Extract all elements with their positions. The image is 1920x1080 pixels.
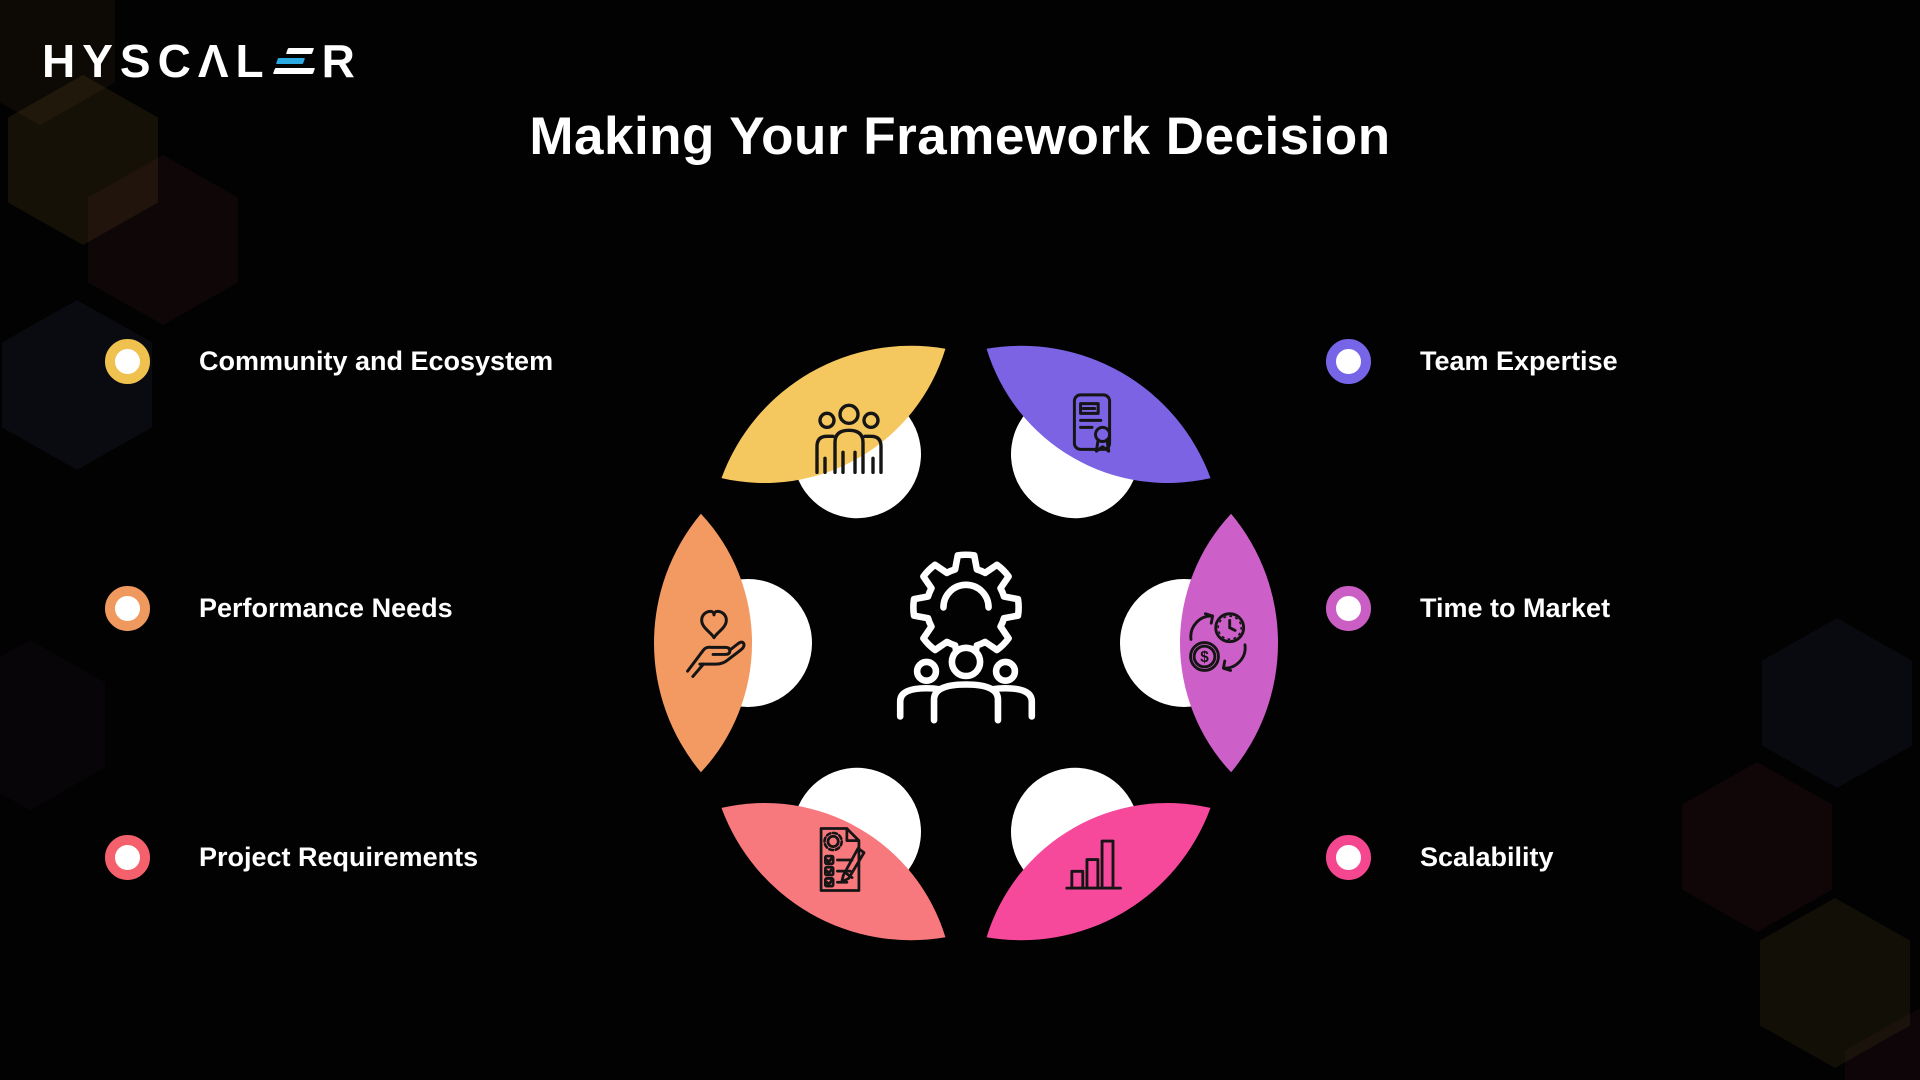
- petal-team-expertise: [986, 345, 1211, 519]
- factor-label: Performance Needs: [199, 592, 453, 623]
- gear-inner-arc: [940, 581, 992, 611]
- logo-e-bar-bottom: [272, 68, 315, 74]
- bullet-ring-icon: [1326, 338, 1371, 384]
- bullet-ring-icon: [105, 338, 150, 384]
- bullet-ring-icon: [1326, 585, 1371, 631]
- page-title: Making Your Framework Decision: [529, 107, 1391, 166]
- hexagon-icon: [1682, 762, 1832, 932]
- framework-decision-flower-diagram: $: [654, 345, 1278, 941]
- logo-text-prefix: HYSC: [42, 35, 198, 87]
- logo-e-bars-icon: [272, 48, 315, 74]
- bullet-ring-icon: [105, 834, 150, 880]
- logo-text-mid: L: [235, 35, 271, 87]
- hexagon-icon: [2, 300, 152, 470]
- hexagon-icon: [1762, 618, 1912, 788]
- factor-label: Project Requirements: [199, 841, 479, 872]
- factor-row-scalability: Scalability: [1326, 834, 1554, 880]
- petal-community-and-ecosystem: [721, 345, 946, 519]
- factor-row-community-and-ecosystem: Community and Ecosystem: [105, 338, 553, 384]
- factor-row-time-to-market: Time to Market: [1326, 585, 1610, 631]
- factor-label: Time to Market: [1420, 592, 1611, 623]
- factor-label: Team Expertise: [1420, 345, 1618, 376]
- petal-shape: [721, 345, 946, 484]
- logo-lambda-glyph: Λ: [197, 35, 236, 87]
- center-person-shoulders: [930, 681, 1002, 724]
- bullet-ring-icon: [1326, 834, 1371, 880]
- factor-label: Community and Ecosystem: [199, 345, 554, 376]
- center-person-head: [948, 644, 984, 680]
- petal-scalability: [986, 767, 1211, 941]
- hexagon-icon: [0, 640, 105, 810]
- factor-label: Scalability: [1420, 841, 1554, 872]
- factor-row-project-requirements: Project Requirements: [105, 834, 478, 880]
- gear-team-icon: [896, 551, 1036, 724]
- petal-performance-needs: [654, 513, 812, 773]
- left-person-head: [913, 658, 940, 685]
- factor-row-performance-needs: Performance Needs: [105, 585, 453, 631]
- logo-text-suffix: R: [321, 35, 362, 87]
- gear-icon: [910, 551, 1022, 664]
- logo-e-bar-top: [285, 48, 314, 54]
- factor-row-team-expertise: Team Expertise: [1326, 338, 1618, 384]
- petal-project-requirements: [721, 767, 946, 941]
- logo-e-bar-middle-accent: [275, 58, 305, 64]
- right-person-head: [992, 658, 1019, 685]
- bullet-ring-icon: [105, 585, 150, 631]
- petal-shape: [654, 513, 752, 773]
